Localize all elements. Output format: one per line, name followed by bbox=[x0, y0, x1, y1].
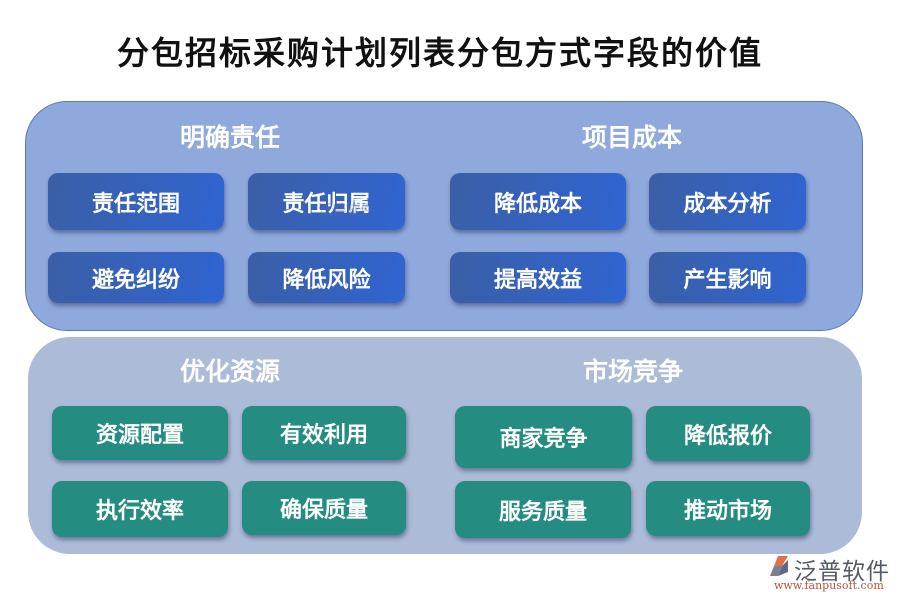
logo-name: 泛普软件 bbox=[794, 559, 890, 585]
item-cost-analysis[interactable]: 成本分析 bbox=[649, 173, 806, 230]
logo-url: www.fanpusoft.com bbox=[774, 579, 884, 592]
item-lower-quote[interactable]: 降低报价 bbox=[646, 406, 810, 461]
item-avoid-disputes[interactable]: 避免纠纷 bbox=[48, 252, 224, 303]
item-service-quality[interactable]: 服务质量 bbox=[455, 481, 631, 538]
item-execution-efficiency[interactable]: 执行效率 bbox=[52, 481, 228, 537]
item-reduce-cost[interactable]: 降低成本 bbox=[450, 173, 626, 230]
item-ensure-quality[interactable]: 确保质量 bbox=[242, 481, 406, 535]
group-title-project-cost: 项目成本 bbox=[581, 123, 682, 152]
item-drive-market[interactable]: 推动市场 bbox=[646, 481, 810, 536]
group-title-responsibility: 明确责任 bbox=[179, 123, 280, 152]
brand-logo: 泛普软件 www.fanpusoft.com bbox=[768, 552, 893, 597]
watermark-text: 泛普软件 bbox=[318, 203, 374, 219]
item-reduce-risk[interactable]: 降低风险 bbox=[248, 252, 405, 303]
item-responsibility-ownership[interactable]: 责任归属 bbox=[248, 173, 405, 230]
group-title-market-competition: 市场竞争 bbox=[582, 357, 683, 386]
group-title-optimize-resources: 优化资源 bbox=[179, 357, 280, 386]
item-produce-impact[interactable]: 产生影响 bbox=[649, 252, 806, 303]
fanpu-logo-icon bbox=[770, 556, 788, 576]
item-resource-allocation[interactable]: 资源配置 bbox=[52, 406, 228, 460]
item-responsibility-scope[interactable]: 责任范围 bbox=[48, 173, 224, 230]
item-merchant-competition[interactable]: 商家竞争 bbox=[455, 406, 632, 468]
item-effective-use[interactable]: 有效利用 bbox=[242, 406, 406, 460]
item-improve-benefit[interactable]: 提高效益 bbox=[450, 252, 626, 303]
diagram-title: 分包招标采购计划列表分包方式字段的价值 bbox=[116, 34, 763, 72]
